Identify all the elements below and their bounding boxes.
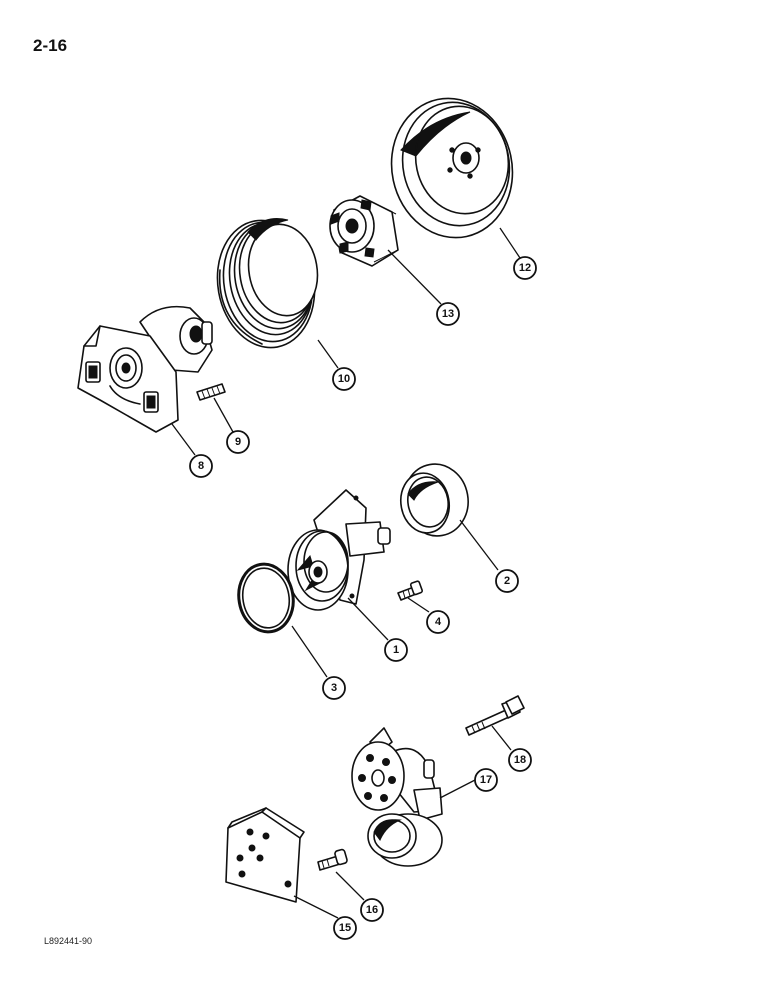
part-3-o-ring [237, 562, 295, 634]
leader-17 [439, 779, 476, 799]
callout-13: 13 [436, 302, 460, 326]
callout-18: 18 [508, 748, 532, 772]
leader-13 [387, 249, 442, 305]
part-1-water-pump [287, 489, 391, 611]
svg-text:3: 3 [331, 682, 337, 694]
part-8-pump-housing [77, 305, 213, 433]
page-number: 2-16 [33, 36, 68, 55]
callout-8: 8 [189, 454, 213, 478]
svg-text:15: 15 [339, 922, 351, 934]
leader-9 [213, 397, 234, 433]
figure-code: L892441-90 [44, 936, 93, 946]
svg-text:17: 17 [480, 774, 492, 786]
part-15-mounting-plate [225, 807, 305, 903]
callout-1: 1 [384, 638, 408, 662]
callout-16: 16 [360, 898, 384, 922]
svg-text:13: 13 [442, 308, 454, 320]
leader-lines [171, 227, 521, 919]
svg-text:2: 2 [504, 575, 510, 587]
svg-text:9: 9 [235, 436, 241, 448]
leader-2 [459, 519, 499, 571]
part-10-drive-pulley [216, 218, 319, 349]
leader-8 [171, 423, 196, 456]
callout-17: 17 [474, 768, 498, 792]
callout-4: 4 [426, 610, 450, 634]
svg-text:12: 12 [519, 262, 531, 274]
part-9-stud [196, 383, 226, 401]
part-16-cap-screw [317, 848, 348, 871]
svg-text:4: 4 [435, 616, 442, 628]
callout-10: 10 [332, 367, 356, 391]
leader-1 [347, 597, 389, 641]
callout-3: 3 [322, 676, 346, 700]
part-2-idler-ring [399, 463, 469, 537]
svg-text:1: 1 [393, 644, 399, 656]
leader-10 [317, 339, 339, 369]
leader-15 [293, 895, 339, 919]
part-17-belt-tensioner [351, 727, 443, 867]
leader-3 [291, 625, 328, 678]
part-13-fan-spacer [329, 195, 399, 267]
part-4-bolt [397, 580, 423, 601]
leader-4 [407, 597, 430, 613]
callout-2: 2 [495, 569, 519, 593]
leader-18 [491, 725, 512, 751]
part-12-fan-pulley [390, 97, 514, 239]
callout-15: 15 [333, 916, 357, 940]
leader-12 [499, 227, 521, 259]
svg-text:8: 8 [198, 460, 204, 472]
svg-text:18: 18 [514, 754, 526, 766]
part-18-long-bolt [465, 695, 525, 736]
callout-9: 9 [226, 430, 250, 454]
leader-16 [335, 871, 365, 901]
callout-12: 12 [513, 256, 537, 280]
svg-text:10: 10 [338, 373, 350, 385]
svg-text:16: 16 [366, 904, 378, 916]
